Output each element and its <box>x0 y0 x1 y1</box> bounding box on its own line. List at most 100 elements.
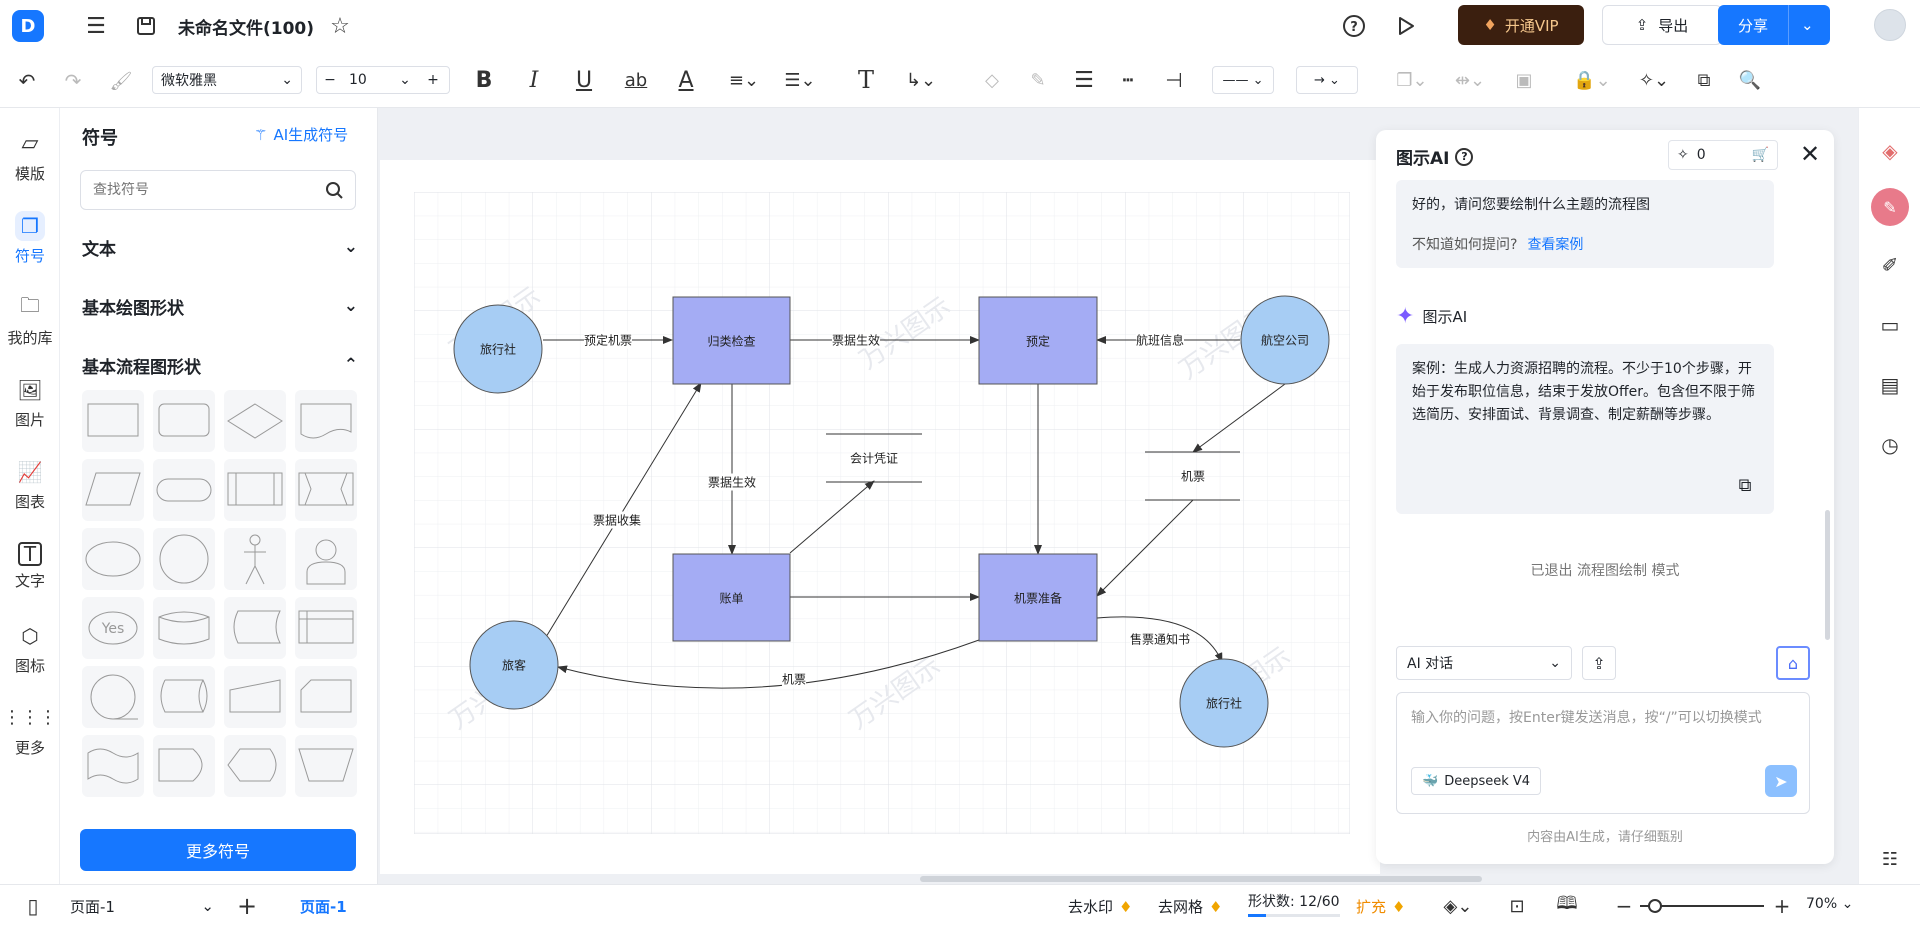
zoom-slider-handle[interactable] <box>1648 899 1662 913</box>
ai-avatar-icon[interactable]: ✎ <box>1871 188 1909 226</box>
plus-icon[interactable]: + <box>427 72 439 88</box>
symbol-search[interactable] <box>80 170 356 210</box>
replace-icon[interactable]: ⧉ <box>1697 69 1711 91</box>
minus-icon[interactable]: − <box>324 72 336 88</box>
document-icon[interactable]: ▤ <box>1880 373 1900 397</box>
clear-icon[interactable]: ⌂ <box>1776 646 1810 680</box>
nav-images[interactable]: 🖼图片 <box>0 366 60 438</box>
shape-predefined-process[interactable] <box>224 459 286 521</box>
magic-icon[interactable]: ✧⌄ <box>1638 69 1670 91</box>
shape-manual-input[interactable] <box>224 666 286 728</box>
shape-process[interactable] <box>82 390 144 452</box>
section-text[interactable]: 文本⌄ <box>82 237 358 260</box>
chat-input-box[interactable]: 输入你的问题，按Enter键发送消息，按“/”可以切换模式 🐳Deepseek … <box>1396 692 1810 814</box>
shape-decision[interactable] <box>224 390 286 452</box>
page-select[interactable]: 页面-1⌄ <box>70 897 214 916</box>
brush-icon[interactable]: ✐ <box>1881 253 1899 277</box>
lock-icon[interactable]: 🔒⌄ <box>1573 69 1611 91</box>
search-icon[interactable] <box>325 181 343 199</box>
shape-actor[interactable] <box>224 528 286 590</box>
play-icon[interactable] <box>1392 12 1420 40</box>
align-icon[interactable]: ≡⌄ <box>728 69 760 91</box>
text-tool-icon[interactable]: T <box>857 66 874 94</box>
font-color-icon[interactable]: A <box>678 67 694 93</box>
close-icon[interactable]: ✕ <box>1799 140 1821 168</box>
group-icon[interactable]: ▣ <box>1515 69 1533 91</box>
connector-icon[interactable]: ↳⌄ <box>905 69 937 91</box>
line-spacing-icon[interactable]: ☰⌄ <box>784 69 816 91</box>
fill-icon[interactable]: ◇ <box>985 69 999 91</box>
italic-icon[interactable]: I <box>529 67 539 93</box>
line-dash-icon[interactable]: ┅ <box>1122 69 1134 91</box>
page-tab[interactable]: 页面-1 <box>300 898 347 916</box>
chat-input[interactable]: 输入你的问题，按Enter键发送消息，按“/”可以切换模式 <box>1411 710 1762 726</box>
shape-direct-data[interactable] <box>153 666 215 728</box>
zoom-level[interactable]: 70% ⌄ <box>1806 896 1854 912</box>
shape-manual-operation[interactable] <box>295 735 357 797</box>
shape-rounded-rect[interactable] <box>153 390 215 452</box>
more-symbols-button[interactable]: 更多符号 <box>80 829 356 871</box>
shape-delay[interactable] <box>153 735 215 797</box>
horizontal-scrollbar[interactable] <box>920 876 1482 882</box>
remove-watermark-button[interactable]: 去水印♦ <box>1068 898 1133 916</box>
scrollbar[interactable] <box>1825 510 1830 640</box>
shape-tape[interactable] <box>82 735 144 797</box>
shape-sequential-data[interactable] <box>82 666 144 728</box>
zoom-out-icon[interactable]: − <box>1615 894 1633 918</box>
section-basic-shapes[interactable]: 基本绘图形状⌄ <box>82 296 358 319</box>
zoom-in-icon[interactable]: + <box>1773 894 1791 918</box>
shape-terminator[interactable] <box>153 459 215 521</box>
shape-database[interactable] <box>153 597 215 659</box>
zoom-slider[interactable] <box>1640 899 1764 913</box>
shadow-icon[interactable]: ❐⌄ <box>1396 69 1428 91</box>
section-flowchart-shapes[interactable]: 基本流程图形状⌃ <box>82 355 358 378</box>
strikethrough-icon[interactable]: ab <box>624 69 648 91</box>
avatar[interactable] <box>1874 9 1906 41</box>
drawing-page[interactable] <box>380 160 1380 874</box>
focus-icon[interactable]: ⊡ <box>1509 895 1525 917</box>
flip-icon[interactable]: ⇹⌄ <box>1454 69 1486 91</box>
shape-data[interactable] <box>82 459 144 521</box>
shape-card[interactable] <box>295 666 357 728</box>
shape-circle[interactable] <box>153 528 215 590</box>
search-input[interactable] <box>93 182 325 198</box>
line-style-select[interactable]: —— ⌄ <box>1212 66 1274 94</box>
layers-icon[interactable]: ◈⌄ <box>1443 895 1473 917</box>
save-icon[interactable] <box>132 12 160 40</box>
shape-document[interactable] <box>295 390 357 452</box>
mode-select[interactable]: AI 对话⌄ <box>1396 646 1572 680</box>
settings-icon[interactable]: ☷ <box>1881 848 1899 870</box>
chevron-down-icon[interactable]: ⌄ <box>1788 5 1814 45</box>
shape-manual-shape[interactable] <box>295 459 357 521</box>
format-painter-icon[interactable]: 🖌 <box>109 70 133 92</box>
font-size-stepper[interactable]: − 10 ⌄ + <box>316 66 450 94</box>
shape-stored-data[interactable] <box>224 597 286 659</box>
menu-icon[interactable]: ☰ <box>86 13 106 39</box>
share-button[interactable]: 分享 ⌄ <box>1718 5 1830 45</box>
add-page-icon[interactable]: + <box>236 892 258 920</box>
model-select[interactable]: 🐳Deepseek V4 <box>1411 767 1542 795</box>
line-weight-icon[interactable]: ☰ <box>1074 67 1094 93</box>
shape-display[interactable] <box>224 735 286 797</box>
underline-icon[interactable]: U <box>575 67 593 93</box>
star-icon[interactable]: ☆ <box>330 13 350 39</box>
presentation-icon[interactable]: ▭ <box>1880 313 1900 337</box>
sidebar-toggle-icon[interactable]: ▯ <box>27 894 39 918</box>
view-examples-link[interactable]: 查看案例 <box>1527 237 1584 253</box>
ai-generate-symbol-link[interactable]: ⚚AI生成符号 <box>254 125 349 145</box>
shape-yes-bubble[interactable]: Yes <box>82 597 144 659</box>
credits-box[interactable]: ✧0🛒 <box>1668 140 1778 170</box>
arrow-style-select[interactable]: → ⌄ <box>1296 66 1358 94</box>
waypoint-icon[interactable]: ⊣ <box>1165 68 1183 92</box>
nav-charts[interactable]: 📈图表 <box>0 448 60 520</box>
shape-internal-storage[interactable] <box>295 597 357 659</box>
shape-user[interactable] <box>295 528 357 590</box>
copy-icon[interactable]: ⧉ <box>1738 474 1752 496</box>
app-logo-icon[interactable]: D <box>12 10 44 42</box>
redo-icon[interactable]: ↷ <box>64 69 82 93</box>
book-icon[interactable]: 🕮 <box>1556 893 1578 914</box>
export-button[interactable]: ⇪导出 <box>1602 5 1722 45</box>
history-clock-icon[interactable]: ◷ <box>1881 433 1899 457</box>
remove-grid-button[interactable]: 去网格♦ <box>1158 898 1223 916</box>
undo-icon[interactable]: ↶ <box>18 69 36 93</box>
